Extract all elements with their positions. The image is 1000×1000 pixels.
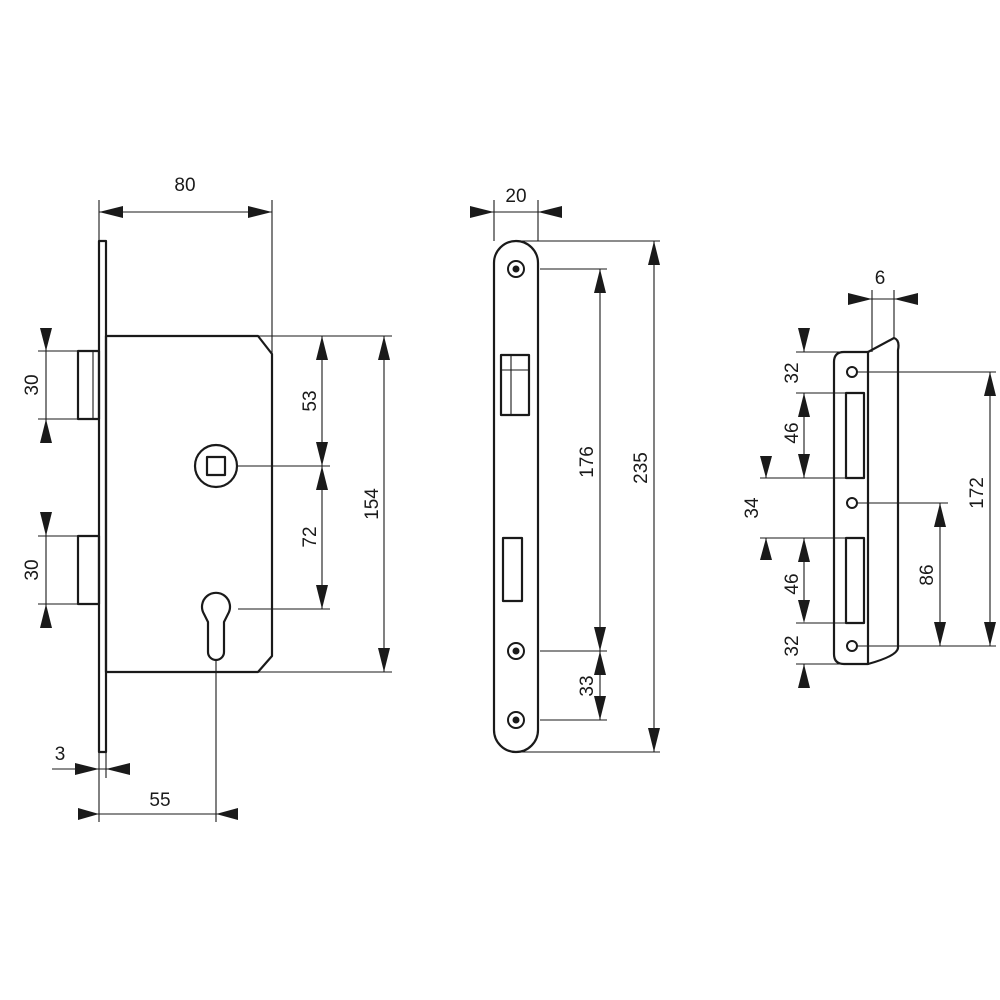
dim-strike-bottom-margin: 32 xyxy=(782,635,803,656)
dim-case-height: 154 xyxy=(362,488,383,520)
strike-plate-lip xyxy=(867,336,900,666)
mortise-lock-body xyxy=(76,239,274,754)
dim-spindle-top: 53 xyxy=(300,390,321,411)
strike-screw-top xyxy=(846,366,858,378)
dim-strike-lower-opening: 46 xyxy=(782,573,803,594)
dim-faceplate-thickness: 3 xyxy=(55,744,66,765)
dim-strike-lower-screws: 86 xyxy=(917,564,938,585)
spindle-square xyxy=(205,455,227,477)
faceplate-outline xyxy=(492,239,540,754)
faceplate-latch-opening xyxy=(499,353,531,417)
dim-screw-spacing: 176 xyxy=(577,446,598,478)
upper-bolt xyxy=(76,349,101,421)
dim-faceplate-width: 20 xyxy=(505,186,526,207)
strike-upper-opening xyxy=(844,391,866,480)
dim-backset: 55 xyxy=(149,790,170,811)
lock-case xyxy=(104,334,274,674)
dim-lower-bolt: 30 xyxy=(22,559,43,580)
dim-upper-bolt: 30 xyxy=(22,374,43,395)
faceplate-dimensions: 20 176 33 235 xyxy=(470,186,660,753)
faceplate-bolt-opening xyxy=(501,536,524,603)
strike-plate xyxy=(832,336,900,666)
spindle-hub xyxy=(193,443,239,489)
dim-spindle-cylinder: 72 xyxy=(300,526,321,547)
strike-screw-bottom xyxy=(846,640,858,652)
dim-faceplate-height: 235 xyxy=(631,452,652,484)
faceplate xyxy=(492,239,540,754)
dim-strike-lip: 6 xyxy=(875,268,886,289)
dim-bottom-screw-spacing: 33 xyxy=(577,675,598,696)
lower-bolt xyxy=(76,534,101,606)
cylinder-keyhole xyxy=(200,591,232,662)
dim-lock-width: 80 xyxy=(174,175,195,196)
strike-lower-opening xyxy=(844,536,866,625)
dim-strike-top-margin: 32 xyxy=(782,362,803,383)
strike-screw-middle xyxy=(846,497,858,509)
dim-strike-upper-opening: 46 xyxy=(782,422,803,443)
strike-plate-dimensions: 6 32 46 34 46 32 xyxy=(742,268,996,688)
lock-body-dimensions: 80 30 30 53 72 154 xyxy=(22,175,392,822)
dim-strike-middle-gap: 34 xyxy=(742,497,763,519)
dim-strike-outer-screws: 172 xyxy=(967,477,988,509)
